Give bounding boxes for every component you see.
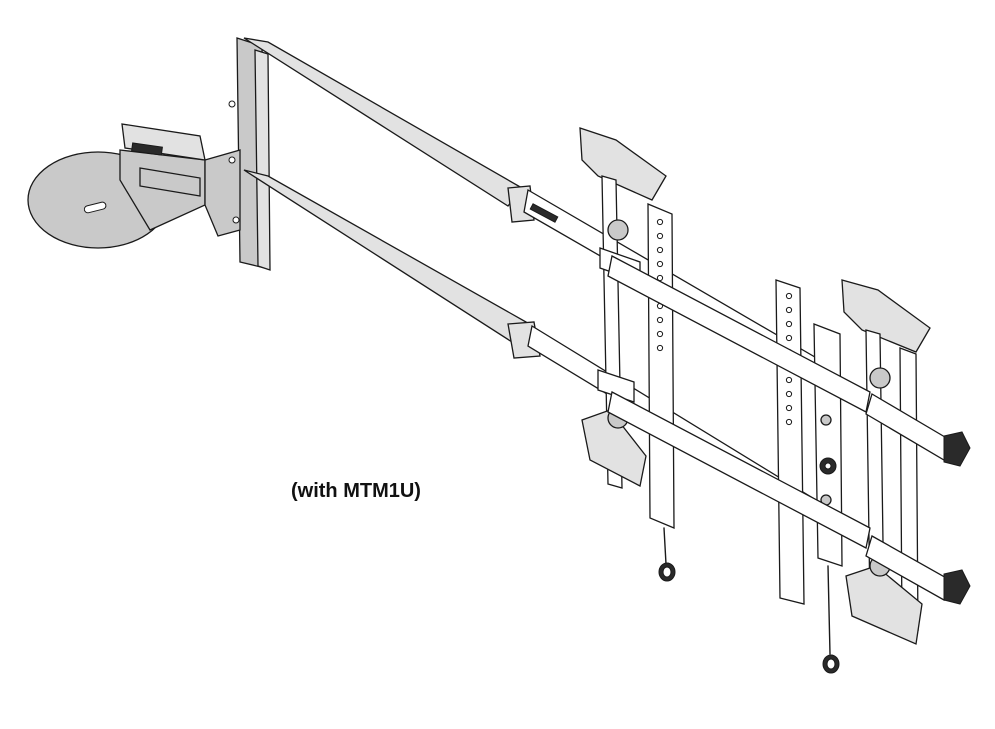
wall-bracket xyxy=(204,37,271,271)
cross-bars xyxy=(607,255,871,549)
right-mounting-arm xyxy=(775,279,971,674)
diagram-caption: (with MTM1U) xyxy=(291,480,421,502)
round-shelf-plate xyxy=(27,123,206,249)
left-mounting-arm xyxy=(579,127,676,582)
